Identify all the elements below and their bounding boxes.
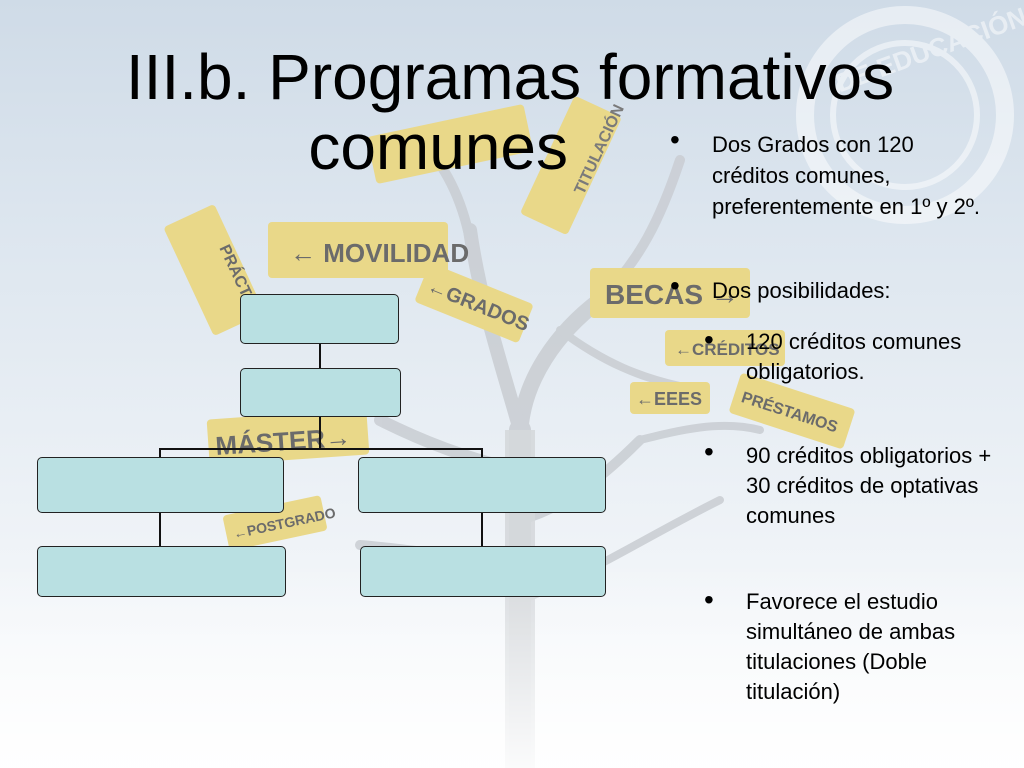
svg-text:BECAS →: BECAS → [605, 279, 739, 310]
sign-becas: BECAS → [590, 268, 750, 318]
org-connector [481, 513, 483, 547]
sign-movilidad: ← MOVILIDAD [268, 222, 469, 278]
sign-eees: ←EEES [630, 382, 710, 414]
bullet-marker: • [704, 436, 714, 467]
org-box-left [37, 457, 284, 513]
org-connector [159, 448, 161, 458]
svg-text:←CRÉDITOS: ←CRÉDITOS [675, 340, 780, 359]
bullet-marker: • [704, 584, 714, 615]
org-box-left-bottom [37, 546, 286, 597]
bullet-text: Favorece el estudio simultáneo de ambas … [746, 589, 956, 704]
bullet-text: 120 créditos comunes obligatorios. [746, 329, 962, 384]
bullet-marker: • [670, 124, 680, 155]
bullet-text: 90 créditos obligatorios + 30 créditos d… [746, 443, 992, 528]
org-connector [319, 344, 321, 368]
org-box-right [358, 457, 606, 513]
svg-text:←EEES: ←EEES [636, 389, 702, 409]
org-connector [159, 448, 483, 450]
sign-master: MÁSTER→ [206, 408, 370, 466]
bullet-marker: • [670, 270, 680, 301]
bullet-marker: • [704, 324, 714, 355]
bullet-text: Dos posibilidades: [712, 278, 891, 303]
org-box-middle [240, 368, 401, 417]
org-connector [159, 513, 161, 547]
org-box-top [240, 294, 399, 344]
org-connector [319, 417, 321, 449]
svg-text:← MOVILIDAD: ← MOVILIDAD [290, 238, 469, 268]
sign-creditos: ←CRÉDITOS [665, 330, 785, 366]
org-box-right-bottom [360, 546, 606, 597]
sign-listas [367, 104, 533, 184]
org-connector [481, 448, 483, 458]
title-line-1: III.b. Programas formativos [125, 41, 895, 113]
slide-title: III.b. Programas formativos comunes [60, 42, 940, 182]
title-line-2: comunes [308, 111, 568, 183]
bullet-text: Dos Grados con 120 créditos comunes, pre… [712, 132, 981, 219]
education-seal-logo: DE EDUCACIÓN [796, 1, 1024, 224]
